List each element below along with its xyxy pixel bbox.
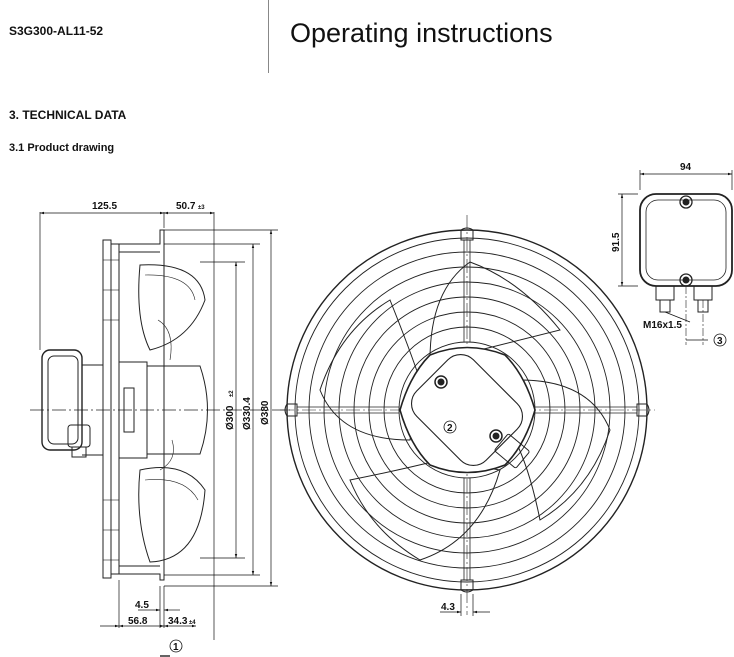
terminal-box-dimensions [618,170,733,341]
callout-1: 1 [173,642,179,653]
dim-56-8: 56.8 [128,616,148,627]
section-subheading: 3.1 Product drawing [9,142,115,154]
front-view-labels: 2 4.3 [441,420,457,613]
dim-d380: Ø380 [260,400,271,425]
callout-1-circle [169,639,183,653]
header-divider [268,0,269,73]
dim-50-7-tol: ±3 [198,205,205,211]
callout-2: 2 [447,423,453,434]
section-heading: 3. TECHNICAL DATA [9,108,127,122]
dim-4-3: 4.3 [441,602,455,613]
terminal-box-labels: 94 91.5 M16x1.5 3 [611,162,727,347]
dim-d300: Ø300 [225,405,236,430]
callout-3: 3 [717,336,723,347]
product-code: S3G300-AL11-52 [9,24,104,38]
side-view-dimensions [39,211,278,657]
dim-34-3-tol: ±4 [189,620,196,626]
dim-125-5: 125.5 [92,201,117,212]
dim-34-3: 34.3 [168,616,188,627]
dim-94: 94 [680,162,692,173]
dim-91-5: 91.5 [611,232,622,252]
terminal-box-view [639,193,733,345]
thread-label: M16x1.5 [643,320,682,331]
page-title: Operating instructions [290,18,553,48]
front-view-dimensions [440,594,490,616]
dim-50-7: 50.7 [176,201,196,212]
front-view [280,215,655,615]
side-view [30,229,290,581]
callout-3-circle [713,333,727,347]
dim-4-5: 4.5 [135,600,149,611]
callout-2-circle [443,420,457,434]
side-view-dimension-labels: 125.5 50.7 ±3 Ø300 ±2 Ø330.4 Ø380 4.5 56… [92,201,271,653]
dim-d300-tol: ±2 [229,390,235,397]
dim-d330-4: Ø330.4 [242,397,253,430]
